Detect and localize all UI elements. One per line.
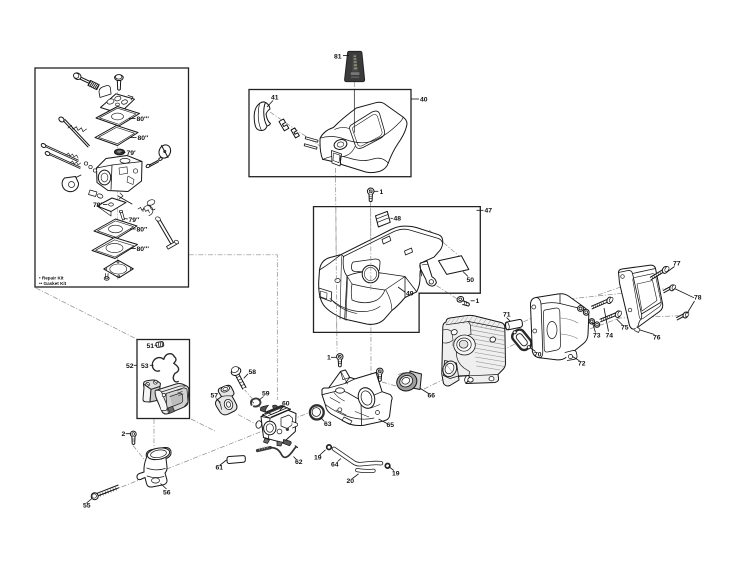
svg-text:79′: 79′ bbox=[127, 150, 137, 157]
svg-text:1: 1 bbox=[476, 298, 480, 305]
svg-text:20: 20 bbox=[347, 478, 355, 485]
svg-text:47: 47 bbox=[485, 208, 493, 215]
svg-text:49: 49 bbox=[406, 291, 414, 298]
svg-text:72: 72 bbox=[578, 361, 586, 368]
svg-text:56: 56 bbox=[163, 490, 171, 497]
svg-text:1: 1 bbox=[380, 189, 384, 196]
svg-text:55: 55 bbox=[83, 503, 91, 510]
svg-text:78: 78 bbox=[694, 295, 702, 302]
svg-text:53: 53 bbox=[141, 363, 149, 370]
svg-text:80″′: 80″′ bbox=[137, 246, 150, 253]
svg-text:79″: 79″ bbox=[129, 217, 141, 224]
svg-text:71: 71 bbox=[503, 312, 511, 319]
svg-text:• Repair Kit: • Repair Kit bbox=[39, 276, 64, 281]
svg-text:70: 70 bbox=[534, 352, 542, 359]
svg-text:19: 19 bbox=[392, 471, 400, 478]
svg-text:19: 19 bbox=[314, 455, 322, 462]
svg-text:51: 51 bbox=[147, 343, 155, 350]
svg-text:40: 40 bbox=[420, 97, 428, 104]
svg-text:80″: 80″ bbox=[137, 227, 149, 234]
svg-text:61: 61 bbox=[216, 464, 224, 471]
svg-text:66: 66 bbox=[428, 393, 436, 400]
svg-text:41: 41 bbox=[271, 95, 279, 102]
svg-text:79′: 79′ bbox=[93, 202, 103, 209]
svg-text:80″′: 80″′ bbox=[137, 116, 150, 123]
svg-text:48: 48 bbox=[394, 216, 402, 223]
svg-text:76: 76 bbox=[653, 335, 661, 342]
svg-text:81: 81 bbox=[334, 54, 342, 61]
svg-text:74: 74 bbox=[606, 333, 614, 340]
svg-text:65: 65 bbox=[387, 422, 395, 429]
svg-text:64: 64 bbox=[331, 462, 339, 469]
svg-text:63: 63 bbox=[324, 421, 332, 428]
svg-text:52: 52 bbox=[126, 363, 134, 370]
svg-text:•• Gasket Kit: •• Gasket Kit bbox=[39, 281, 67, 286]
svg-text:73: 73 bbox=[593, 333, 601, 340]
svg-text:2: 2 bbox=[122, 431, 126, 438]
svg-text:62: 62 bbox=[295, 459, 303, 466]
svg-text:80″: 80″ bbox=[138, 135, 150, 142]
svg-text:58: 58 bbox=[249, 369, 257, 376]
svg-text:75: 75 bbox=[621, 325, 629, 332]
svg-text:60: 60 bbox=[282, 400, 290, 407]
svg-text:57: 57 bbox=[211, 393, 219, 400]
svg-text:1: 1 bbox=[327, 355, 331, 362]
svg-text:77: 77 bbox=[673, 261, 681, 268]
svg-text:50: 50 bbox=[467, 277, 475, 284]
svg-text:59: 59 bbox=[262, 391, 270, 398]
